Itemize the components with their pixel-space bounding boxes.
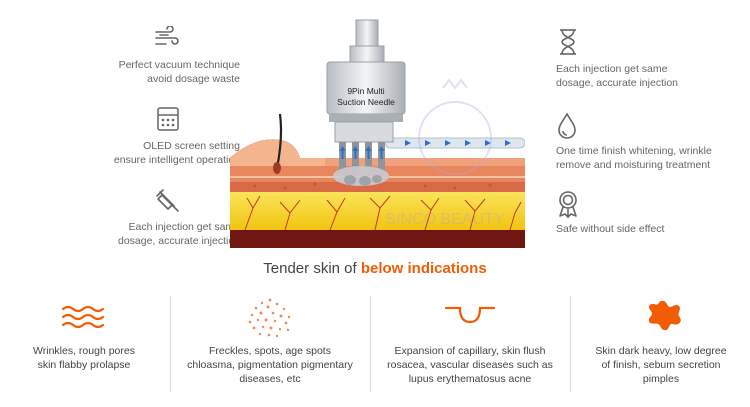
device-label-line2: Suction Needle <box>337 97 395 107</box>
indication-3-line3: lupus erythematosus acne <box>408 373 532 385</box>
indication-1-line1: Wrinkles, rough pores <box>33 345 135 357</box>
indication-3-line1: Expansion of capillary, skin flush <box>394 345 546 357</box>
feature-left-3-line2: dosage, accurate injection <box>118 235 240 247</box>
heading-highlight: below indications <box>360 260 487 277</box>
award-medal-icon <box>559 191 577 218</box>
hourglass-icon <box>560 29 576 55</box>
divider-3 <box>570 296 571 392</box>
indication-2: Freckles, spots, age spots chloasma, pig… <box>172 296 368 396</box>
watermark-text: SINCO BEAUTY <box>385 211 504 228</box>
indication-2-line3: diseases, etc <box>239 373 301 385</box>
feature-left-3-line1: Each injection get same <box>128 221 240 233</box>
dots-cluster-icon <box>248 298 291 338</box>
feature-right-1-line1: Each injection get same <box>556 63 668 75</box>
indications-heading: Tender skin of below indications <box>0 260 750 277</box>
indication-4-line1: Skin dark heavy, low degree <box>595 345 727 357</box>
indication-2-line1: Freckles, spots, age spots <box>209 345 331 357</box>
skin-cross-section-illustration: 9Pin Multi Suction Needle SINCO BEAUTY <box>230 19 525 248</box>
splat-blob-icon <box>648 301 681 331</box>
suction-tube <box>384 137 525 149</box>
device-label-line1: 9Pin Multi <box>347 86 384 96</box>
feature-right-3-line1: Safe without side effect <box>556 223 665 235</box>
feature-left-1-line1: Perfect vacuum technique <box>118 59 240 71</box>
feature-right-2-line1: One time finish whitening, wrinkle <box>556 145 712 157</box>
calculator-screen-icon <box>157 107 179 131</box>
indication-1-line2: skin flabby prolapse <box>37 359 131 371</box>
capillary-lines <box>244 195 522 231</box>
divider-1 <box>170 296 171 392</box>
divider-2 <box>370 296 371 392</box>
feature-left-1-line2: avoid dosage waste <box>147 73 240 85</box>
feature-left-2-line2: ensure intelligent operation <box>113 154 240 166</box>
feature-left-2-line1: OLED screen setting <box>143 140 240 152</box>
vessel-curve-icon <box>444 306 496 324</box>
feature-right-2-line2: remove and moisturing treatment <box>556 159 711 171</box>
syringe-needle-icon <box>156 189 179 212</box>
wavy-lines-icon <box>61 305 105 329</box>
indication-1: Wrinkles, rough pores skin flabby prolap… <box>0 296 168 396</box>
feature-right-1-line2: dosage, accurate injection <box>556 77 678 89</box>
water-drop-icon <box>558 112 576 139</box>
indication-2-line2: chloasma, pigmentation pigmentary <box>187 359 353 371</box>
skin-layers <box>230 139 525 248</box>
indication-3-line2: rosacea, vascular diseases such as <box>387 359 553 371</box>
indication-4-line3: pimples <box>642 373 680 385</box>
suction-needle-device: 9Pin Multi Suction Needle <box>326 19 406 186</box>
heading-prefix: Tender skin of <box>263 260 361 277</box>
wind-lines-icon <box>155 26 179 45</box>
watermark-logo: SINCO BEAUTY <box>385 78 505 228</box>
indication-3: Expansion of capillary, skin flush rosac… <box>372 296 568 396</box>
indication-4: Skin dark heavy, low degree of finish, s… <box>572 296 750 396</box>
indication-4-line2: of finish, sebum secretion <box>601 359 721 371</box>
